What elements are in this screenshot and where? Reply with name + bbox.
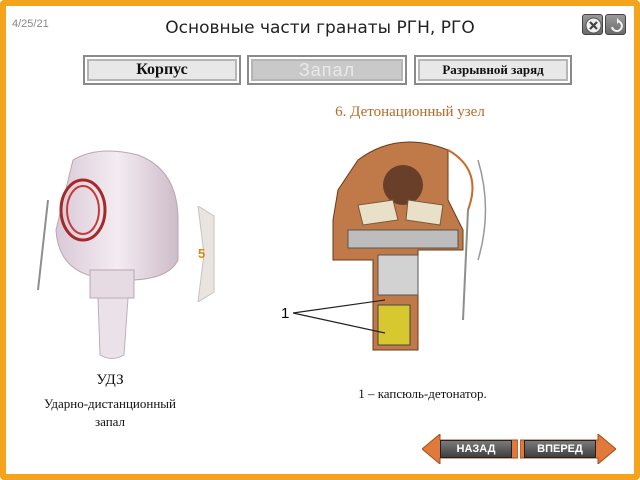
forward-button[interactable]: ВПЕРЕД (524, 440, 596, 458)
legend-caption: 1 – капсюль-детонатор. (358, 386, 487, 401)
close-icon (585, 17, 602, 34)
fuse-description-line1: Ударно-дистанционный (44, 396, 176, 411)
fuse-description: Ударно-дистанционный запал (20, 395, 200, 431)
fuse-description-line2: запал (94, 414, 126, 429)
callout-number: 1 (281, 305, 290, 322)
tab-razryvnoy-zaryad[interactable]: Разрывной заряд (414, 55, 572, 85)
tab-zapal-label: Запал (298, 59, 356, 80)
fuse-name: УДЗ (96, 372, 124, 388)
callout-lines (292, 299, 386, 334)
close-button[interactable] (582, 14, 603, 35)
tab-korpus-label: Корпус (136, 61, 188, 78)
tab-razryvnoy-zaryad-label: Разрывной заряд (442, 62, 544, 77)
section-subtitle: 6. Детонационный узел (335, 104, 485, 120)
slide-date: 4/25/21 (12, 18, 49, 30)
fuse-cutaway-diagram (332, 141, 487, 351)
page-title: Основные части гранаты РГН, РГО (165, 18, 475, 38)
back-button[interactable]: НАЗАД (440, 440, 512, 458)
home-button[interactable] (605, 14, 626, 35)
tab-zapal[interactable]: Запал (247, 55, 407, 85)
step-chevron (197, 206, 215, 302)
fuse-photo (37, 150, 179, 359)
tab-korpus[interactable]: Корпус (83, 55, 241, 85)
home-icon (611, 18, 623, 32)
step-number: 5 (198, 246, 206, 261)
